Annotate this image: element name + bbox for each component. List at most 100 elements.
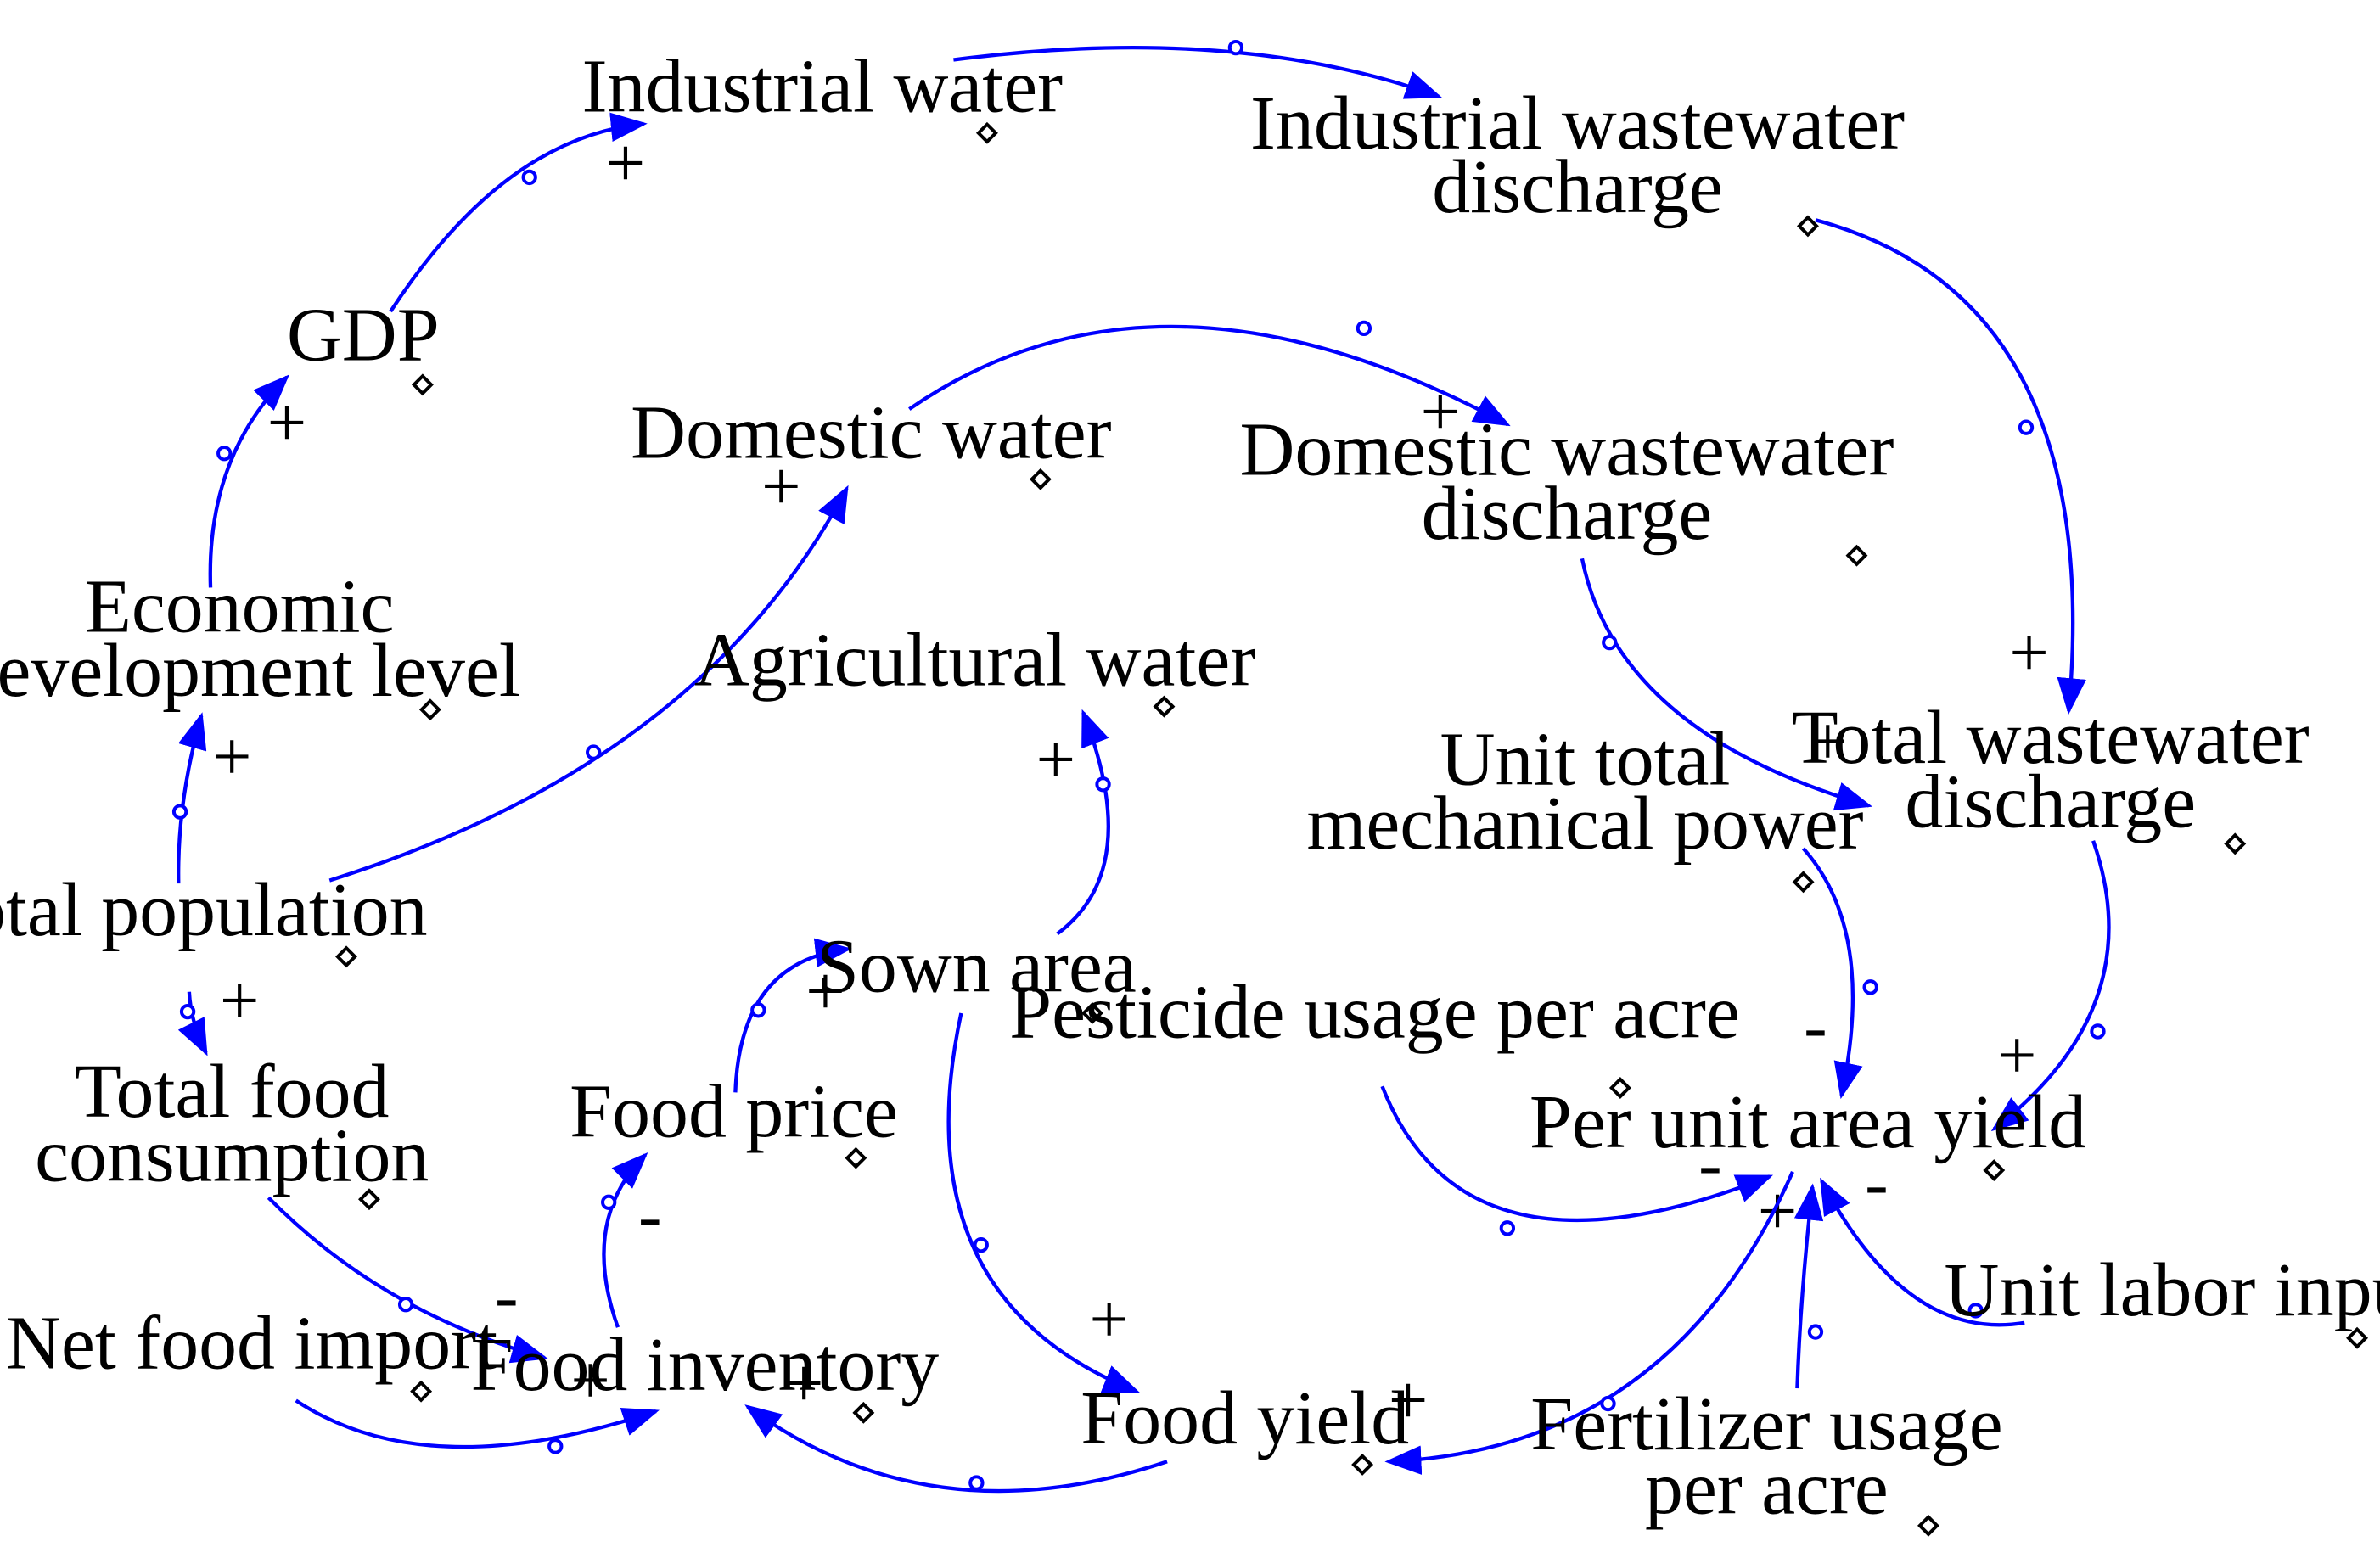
node-label-line: Unit total	[1440, 717, 1731, 801]
node-gdp[interactable]: GDP	[287, 294, 440, 396]
node-marker-icon[interactable]	[1608, 1077, 1631, 1099]
node-marker-icon[interactable]	[1351, 1453, 1374, 1476]
polarity-label: +	[2009, 614, 2049, 692]
node-marker-icon[interactable]	[410, 1380, 433, 1403]
link-handle[interactable]	[973, 1236, 989, 1253]
node-per-unit-area-yield[interactable]: Per unit area yield	[1530, 1080, 2086, 1182]
link-food-yield-to-food-inventory: +	[744, 1344, 1168, 1494]
arrow-curve	[1820, 1177, 2025, 1327]
arrow-curve	[328, 485, 849, 883]
polarity-label: +	[570, 1341, 610, 1419]
polarity-label: +	[1997, 1016, 2037, 1094]
polarity-label: +	[1808, 702, 1848, 780]
node-marker-icon[interactable]	[1153, 695, 1176, 718]
link-handle[interactable]	[397, 1297, 414, 1313]
link-handle[interactable]	[1095, 776, 1111, 793]
node-marker-icon[interactable]	[852, 1401, 875, 1424]
node-label-line: discharge	[1422, 472, 1713, 556]
node-total-population[interactable]: Total population	[0, 868, 428, 968]
link-handle[interactable]	[179, 1003, 196, 1020]
node-marker-icon[interactable]	[975, 121, 998, 144]
node-label-line: Food price	[570, 1069, 898, 1153]
node-marker-icon[interactable]	[845, 1146, 867, 1169]
link-total-population-to-total-food-consumption: +	[177, 961, 260, 1056]
polarity-label: -	[1865, 1144, 1889, 1222]
link-handle[interactable]	[1862, 979, 1878, 995]
link-handle[interactable]	[750, 1002, 766, 1018]
arrow-curve	[177, 991, 208, 1056]
node-label-line: discharge	[1432, 145, 1723, 229]
node-agricultural-water[interactable]: Agricultural water	[694, 618, 1255, 718]
arrow-curve	[267, 1196, 548, 1364]
polarity-label: -	[1804, 987, 1827, 1065]
node-marker-icon[interactable]	[1983, 1159, 2006, 1182]
link-handle[interactable]	[1602, 634, 1618, 651]
node-food-yield[interactable]: Food yield	[1081, 1376, 1409, 1476]
node-label-line: Total wastewater	[1792, 696, 2310, 780]
polarity-label: +	[267, 383, 307, 461]
node-pesticide-usage[interactable]: Pesticide usage per acre	[1009, 971, 1740, 1099]
node-marker-icon[interactable]	[358, 1188, 380, 1211]
node-marker-icon[interactable]	[1029, 468, 1052, 490]
link-handle[interactable]	[968, 1475, 985, 1491]
polarity-label: +	[761, 447, 801, 525]
link-handle[interactable]	[586, 744, 602, 760]
link-handle[interactable]	[1227, 39, 1244, 56]
node-industrial-water[interactable]: Industrial water	[582, 45, 1063, 144]
node-label-line: development level	[0, 629, 520, 713]
link-handle[interactable]	[1967, 1303, 1984, 1319]
polarity-label: +	[1036, 720, 1076, 798]
node-marker-icon[interactable]	[335, 945, 357, 968]
node-label-line: mechanical power	[1306, 782, 1863, 866]
link-handle[interactable]	[171, 804, 188, 820]
node-marker-icon[interactable]	[1081, 1001, 1103, 1024]
node-food-price[interactable]: Food price	[570, 1069, 898, 1169]
polarity-label: +	[1089, 1280, 1129, 1358]
link-gdp-to-industrial-water: +	[389, 112, 648, 313]
node-marker-icon[interactable]	[2346, 1326, 2369, 1349]
node-marker-icon[interactable]	[1796, 215, 1819, 238]
link-handle[interactable]	[1356, 320, 1372, 337]
link-handle[interactable]	[547, 1438, 564, 1454]
node-label-line: Sown area	[817, 925, 1137, 1009]
node-marker-icon[interactable]	[1845, 544, 1868, 567]
link-sown-area-to-food-yield: +	[946, 1012, 1141, 1393]
link-handle[interactable]	[521, 169, 537, 186]
link-industrial-water-to-industrial-wastewater	[953, 39, 1443, 99]
polarity-label: +	[212, 717, 252, 795]
node-marker-icon[interactable]	[1792, 871, 1815, 894]
node-domestic-water[interactable]: Domestic water	[631, 391, 1112, 490]
link-handle[interactable]	[2018, 419, 2035, 435]
node-unit-labor-input[interactable]: Unit labor input	[1944, 1248, 2380, 1349]
arrow-curve	[1384, 1170, 1794, 1475]
node-marker-icon[interactable]	[418, 698, 441, 721]
node-label-line: discharge	[1905, 760, 2196, 844]
arrow-curve	[1380, 1085, 1774, 1223]
link-handle[interactable]	[1600, 1395, 1616, 1412]
polarity-label: -	[638, 1176, 662, 1254]
link-handle[interactable]	[216, 446, 233, 462]
node-marker-icon[interactable]	[2224, 832, 2247, 855]
node-label-line: Economic	[85, 565, 394, 649]
node-marker-icon[interactable]	[411, 373, 434, 396]
node-label-line: consumption	[35, 1114, 429, 1198]
node-sown-area[interactable]: Sown area	[817, 925, 1137, 1024]
link-food-price-to-sown-area: +	[733, 938, 852, 1093]
node-marker-icon[interactable]	[1917, 1514, 1939, 1537]
arrow-curve	[389, 112, 648, 313]
link-handle[interactable]	[1499, 1220, 1516, 1236]
node-label-line: Fertilizer usage	[1530, 1382, 2002, 1466]
node-food-inventory[interactable]: Food inventory	[471, 1323, 940, 1424]
link-handle[interactable]	[601, 1194, 617, 1210]
arrow-curve	[1815, 218, 2086, 715]
link-handle[interactable]	[2090, 1023, 2106, 1040]
link-handle[interactable]	[1807, 1324, 1824, 1340]
node-net-food-import[interactable]: Net food import	[6, 1302, 497, 1403]
